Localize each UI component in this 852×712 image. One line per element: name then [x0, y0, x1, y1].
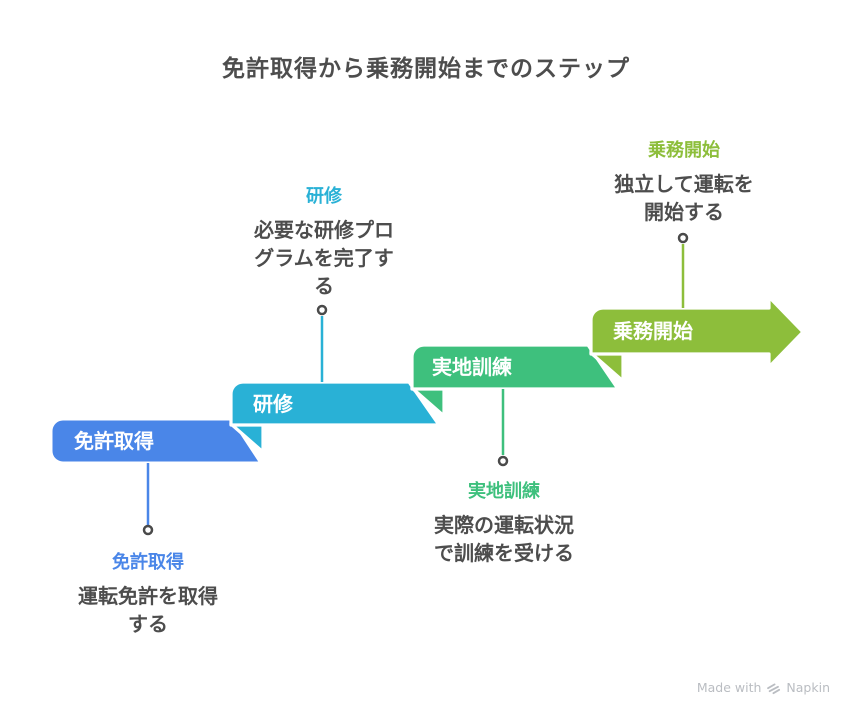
step-4-callout-text: 独立して運転を 開始する	[614, 172, 754, 224]
step-3-ribbon	[410, 343, 620, 391]
step-3-banner-label: 実地訓練	[432, 355, 512, 379]
watermark-brand: Napkin	[786, 680, 830, 695]
step-1-banner-label: 免許取得	[74, 429, 154, 453]
page-title: 免許取得から乗務開始までのステップ	[222, 56, 630, 82]
step-1-callout: 免許取得 運転免許を取得 する	[23, 552, 273, 638]
step-4-callout: 乗務開始 独立して運転を 開始する	[559, 140, 809, 226]
step-4-banner-label: 乗務開始	[613, 319, 693, 343]
step-2-callout-text: 必要な研修プロ グラムを完了す る	[254, 218, 394, 298]
watermark: Made with Napkin	[697, 680, 830, 695]
napkin-logo-icon	[767, 683, 781, 695]
step-4-arrow-ribbon	[589, 295, 805, 369]
step-1-callout-title: 免許取得	[112, 552, 184, 573]
connector-dot-3	[497, 455, 509, 467]
step-1-ribbon	[49, 417, 263, 465]
step-3-callout-text: 実際の運転状況 で訓練を受ける	[434, 513, 574, 565]
step-4-callout-title: 乗務開始	[648, 140, 720, 161]
connector-dot-2	[316, 304, 328, 316]
step-2-callout: 研修 必要な研修プロ グラムを完了す る	[199, 186, 449, 300]
watermark-text: Made with	[696, 680, 762, 695]
step-2-ribbon	[229, 380, 441, 427]
step-2-callout-title: 研修	[306, 186, 342, 207]
step-3-callout-title: 実地訓練	[468, 481, 540, 502]
connector-dot-1	[142, 524, 154, 536]
connector-dot-4	[677, 232, 689, 244]
step-1-callout-text: 運転免許を取得 する	[78, 584, 218, 636]
step-2-banner-label: 研修	[253, 392, 293, 416]
step-3-callout: 実地訓練 実際の運転状況 で訓練を受ける	[379, 481, 629, 567]
